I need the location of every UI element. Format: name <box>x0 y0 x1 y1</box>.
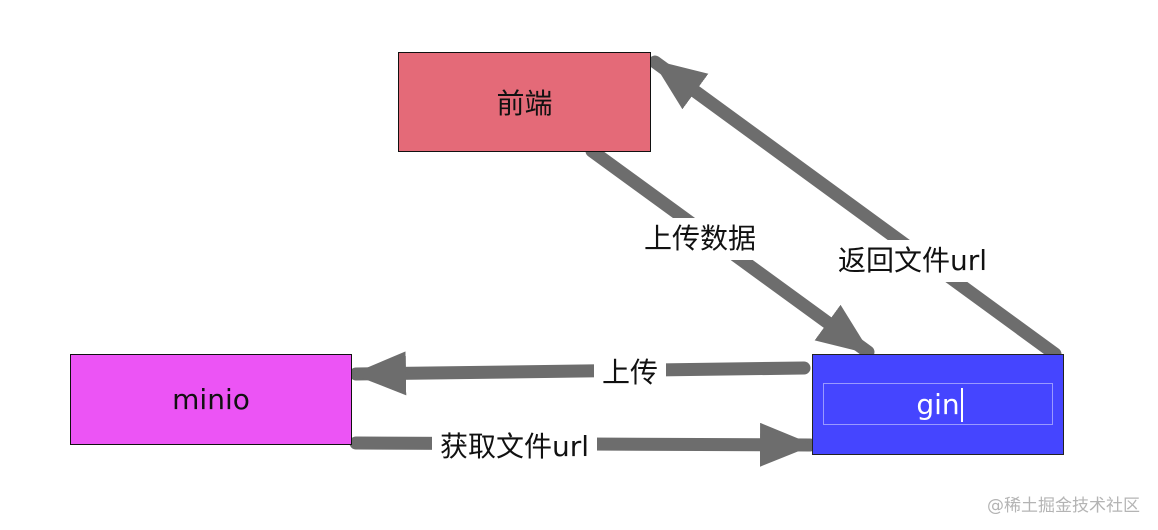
node-frontend-label: 前端 <box>496 87 553 120</box>
node-gin-text-frame: gin <box>823 383 1053 425</box>
edge-return-url-arrow <box>648 55 1062 361</box>
edge-label-upload: 上传 <box>594 352 667 394</box>
node-minio: minio <box>70 354 352 445</box>
node-frontend: 前端 <box>398 52 651 152</box>
watermark: @稀土掘金技术社区 <box>987 496 1140 516</box>
text-caret <box>961 388 963 422</box>
edge-label-return-url: 返回文件url <box>830 240 996 282</box>
node-gin-label: gin <box>916 387 960 421</box>
edge-label-get-url: 获取文件url <box>432 426 598 468</box>
edge-upload-arrow <box>349 351 811 396</box>
node-minio-label: minio <box>172 383 250 416</box>
node-gin: gin <box>812 354 1064 455</box>
edge-label-upload-data: 上传数据 <box>636 218 765 260</box>
